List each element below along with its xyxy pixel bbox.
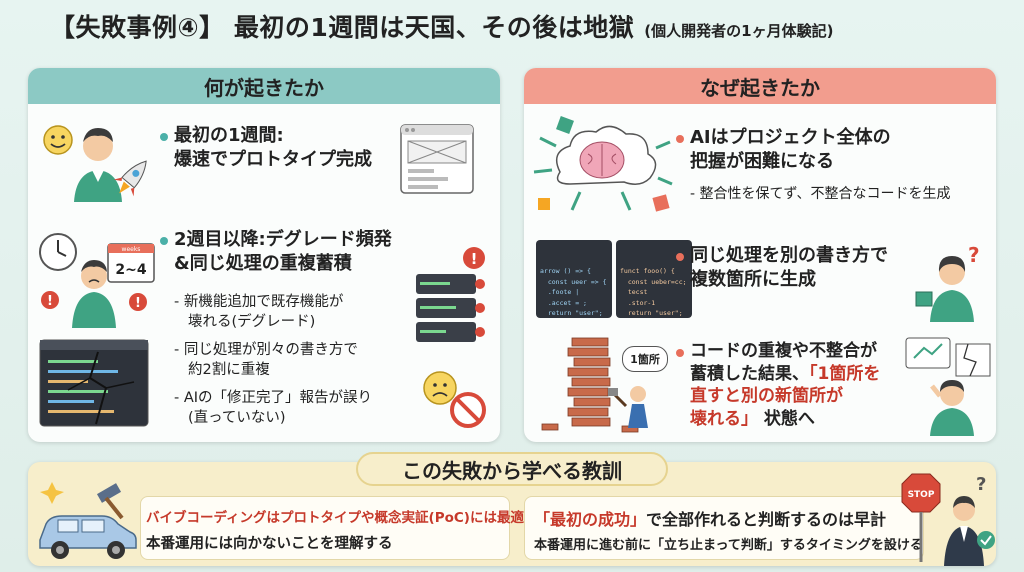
lessons-header: この失敗から学べる教訓 bbox=[356, 452, 668, 486]
bullet-dot bbox=[160, 237, 168, 245]
why-item3-line1: コードの重複や不整合が bbox=[690, 341, 877, 361]
why-item3-line3: 直すと別の新箇所が bbox=[690, 386, 843, 406]
bullet-dot bbox=[676, 135, 684, 143]
why-item2-line2: 複数箇所に生成 bbox=[690, 269, 816, 290]
wireframe-window-icon bbox=[400, 124, 474, 194]
why-header: なぜ起きたか bbox=[524, 68, 996, 104]
why-item1-sub: - 整合性を保てず、不整合なコードを生成 bbox=[690, 186, 951, 202]
bullet-dot bbox=[160, 133, 168, 141]
jenga-tower-hammer-icon bbox=[541, 337, 648, 433]
why-it-happened-panel: なぜ起きたか AIはプロジェクト全体の 把握が困難になる - 整合性を保てず、不… bbox=[524, 68, 996, 442]
what-happened-header: 何が起きたか bbox=[28, 68, 500, 104]
sad-face-no-icon bbox=[423, 371, 486, 428]
lesson-a-line2: 本番運用には向かないことを理解する bbox=[146, 536, 393, 552]
why-item-3: コードの重複や不整合が 蓄積した結果、「1箇所を 直すと別の新箇所が 壊れる」 … bbox=[676, 340, 880, 430]
one-place-bubble: 1箇所 bbox=[622, 346, 668, 372]
title-sub: (個人開発者の1ヶ月体験記) bbox=[644, 22, 834, 40]
error-windows-icon: ! bbox=[416, 247, 485, 342]
lesson-b-line2: 本番運用に進む前に「立ち止まって判断」するタイミングを設ける bbox=[534, 538, 923, 553]
calendar-weeks-label: 2~4 bbox=[115, 262, 146, 278]
svg-text:!: ! bbox=[47, 294, 53, 309]
stressed-person-broken-screen-icon bbox=[905, 337, 991, 436]
clock-calendar-worried-icon: weeks 2~4 ! ! bbox=[39, 233, 155, 328]
bullet-dot bbox=[676, 349, 684, 357]
why-item1-line1: AIはプロジェクト全体の bbox=[690, 127, 891, 148]
page-title: 【失敗事例④】 最初の1週間は天国、その後は地獄 (個人開発者の1ヶ月体験記) bbox=[50, 8, 980, 56]
what-happened-item-2: 2週目以降:デグレード頻発 &同じ処理の重複蓄積 bbox=[160, 228, 392, 276]
stop-sign-businessperson-icon: STOP ? bbox=[901, 473, 995, 566]
lesson-b-line1: 「最初の成功」で全部作れると判断するのは早計 bbox=[534, 510, 887, 529]
stop-sign-text: STOP bbox=[908, 490, 935, 500]
calendar-top-text: weeks bbox=[122, 246, 141, 253]
svg-text:?: ? bbox=[976, 474, 986, 495]
confused-person-puzzle-icon: ? bbox=[915, 243, 980, 322]
what-happened-sub-1: - 新機能追加で既存機能が 壊れる(デグレード) bbox=[174, 294, 344, 330]
svg-text:!: ! bbox=[471, 250, 478, 268]
item1-line2: 爆速でプロトタイプ完成 bbox=[174, 149, 372, 170]
cloud-brain-puzzle-icon bbox=[533, 116, 673, 212]
item2-line1: 2週目以降:デグレード頻発 bbox=[174, 229, 392, 250]
what-happened-sub-2: - 同じ処理が別々の書き方で 約2割に重複 bbox=[174, 342, 358, 378]
title-main: 【失敗事例④】 最初の1週間は天国、その後は地獄 bbox=[50, 13, 635, 42]
bullet-dot bbox=[676, 253, 684, 261]
lesson-box-judgement bbox=[524, 496, 924, 560]
what-happened-panel: 何が起きたか 最初の1週間: 爆速でプロトタイプ完成 bbox=[28, 68, 500, 442]
lesson-a-line1: バイブコーディングはプロトタイプや概念実証(PoC)には最適 bbox=[146, 510, 524, 526]
svg-text:!: ! bbox=[135, 296, 141, 311]
why-item1-line2: 把握が困難になる bbox=[690, 151, 834, 172]
svg-text:?: ? bbox=[968, 243, 980, 267]
what-happened-item-1: 最初の1週間: 爆速でプロトタイプ完成 bbox=[160, 124, 372, 172]
car-hammer-icon bbox=[39, 482, 137, 559]
lesson-box-prototype bbox=[140, 496, 510, 560]
item2-line2: &同じ処理の重複蓄積 bbox=[174, 253, 352, 274]
why-item-2: 同じ処理を別の書き方で 複数箇所に生成 bbox=[676, 244, 888, 292]
what-happened-sub-3: - AIの「修正完了」報告が誤り (直っていない) bbox=[174, 390, 373, 426]
cracked-code-screen-icon bbox=[39, 339, 149, 427]
item1-line1: 最初の1週間: bbox=[174, 125, 284, 146]
happy-developer-rocket-icon bbox=[43, 125, 147, 202]
why-item2-line1: 同じ処理を別の書き方で bbox=[690, 245, 888, 266]
why-item-1: AIはプロジェクト全体の 把握が困難になる bbox=[676, 126, 891, 174]
code-block-left: arrow () => { const ueer => { .foote | .… bbox=[536, 240, 612, 318]
